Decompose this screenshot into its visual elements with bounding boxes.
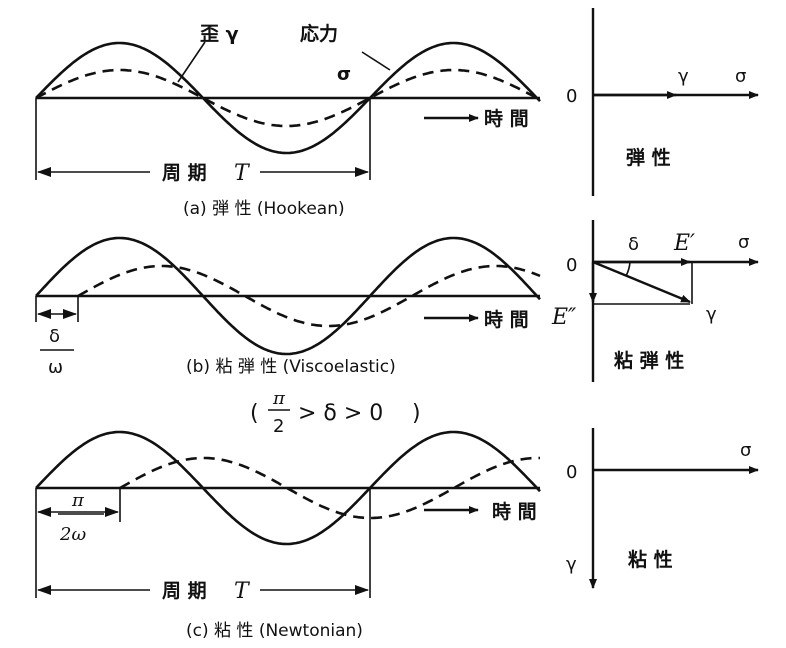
panel-b-caption: (b) 粘 弾 性 (Viscoelastic): [186, 357, 396, 377]
panel-a-strain-label: 歪 γ: [200, 23, 239, 45]
panel-a-waveforms: 周 期 T 歪 γ 応力 σ 時 間 (a) 弾 性 (Hookean): [35, 22, 541, 219]
panel-b-delta-arc: [625, 261, 631, 277]
panel-c-phase-num: π: [71, 490, 85, 511]
panel-b-waveforms: δ ω 時 間 (b) 粘 弾 性 (Viscoelastic) ( π 2 >…: [35, 236, 541, 437]
panel-c-period-symbol: T: [234, 579, 251, 604]
panel-b-stress-curve: [35, 236, 541, 356]
panel-c-vector: 0 σ γ 粘 性: [566, 428, 759, 589]
panel-b-vector-sigma: σ: [738, 232, 749, 253]
panel-a-period-symbol: T: [234, 161, 251, 186]
panel-c-origin: 0: [566, 462, 577, 483]
panel-b-condition-num: π: [272, 388, 286, 409]
panel-b-condition-paren-right: ): [412, 401, 421, 426]
panel-b-time-label: 時 間: [484, 309, 529, 331]
panel-b-condition-den: 2: [273, 416, 284, 437]
panel-c-vector-sigma: σ: [740, 440, 751, 461]
panel-b-vector-delta: δ: [628, 234, 639, 255]
panel-c-stress-curve: [35, 430, 541, 546]
panel-c-waveforms: π 2ω 周 期 T 時 間 (c) 粘 性 (Newtonian): [35, 430, 541, 641]
panel-b-vector-gamma: γ: [706, 304, 717, 325]
panel-b-condition-paren-left: (: [250, 401, 259, 426]
panel-a-caption: (a) 弾 性 (Hookean): [183, 199, 345, 219]
panel-b-vector-caption: 粘 弾 性: [614, 349, 684, 372]
panel-a-vector-gamma: γ: [678, 66, 689, 87]
panel-b-vector-e2: E″: [551, 305, 577, 330]
panel-c-caption: (c) 粘 性 (Newtonian): [186, 621, 363, 641]
panel-a-stress-symbol: σ: [337, 64, 351, 85]
panel-b-origin: 0: [566, 255, 577, 276]
panel-b-condition-rest: > δ > 0: [298, 401, 383, 426]
panel-b-phase-den: ω: [48, 357, 63, 378]
panel-b-vector-e1: E′: [673, 231, 695, 256]
panel-a-strain-leader: [177, 41, 206, 83]
panel-a-stress-curve: [35, 41, 541, 155]
panel-c-phase-den: 2ω: [59, 524, 86, 545]
panel-c-time-label: 時 間: [492, 501, 537, 523]
panel-a-stress-label: 応力: [300, 22, 338, 45]
panel-b-gamma-vector: [592, 260, 691, 304]
panel-b-strain-curve: [77, 264, 541, 328]
panel-a-time-label: 時 間: [484, 108, 529, 130]
panel-b-phase-num: δ: [49, 326, 60, 347]
panel-a-stress-leader: [361, 51, 391, 71]
panel-c-strain-curve: [119, 456, 540, 520]
panel-c-vector-gamma: γ: [566, 554, 577, 575]
panel-c-vector-caption: 粘 性: [628, 548, 673, 571]
panel-b-vector: 0 δ E′ σ E″ γ 粘 弾 性: [551, 220, 759, 382]
panel-a-period-label: 周 期: [162, 162, 207, 184]
panel-c-period-label: 周 期: [162, 580, 207, 602]
panel-a-vector-sigma: σ: [735, 66, 746, 87]
panel-a-vector: 0 γ σ 弾 性: [566, 8, 759, 196]
panel-a-origin: 0: [566, 86, 577, 107]
panel-a-vector-caption: 弾 性: [626, 146, 671, 169]
